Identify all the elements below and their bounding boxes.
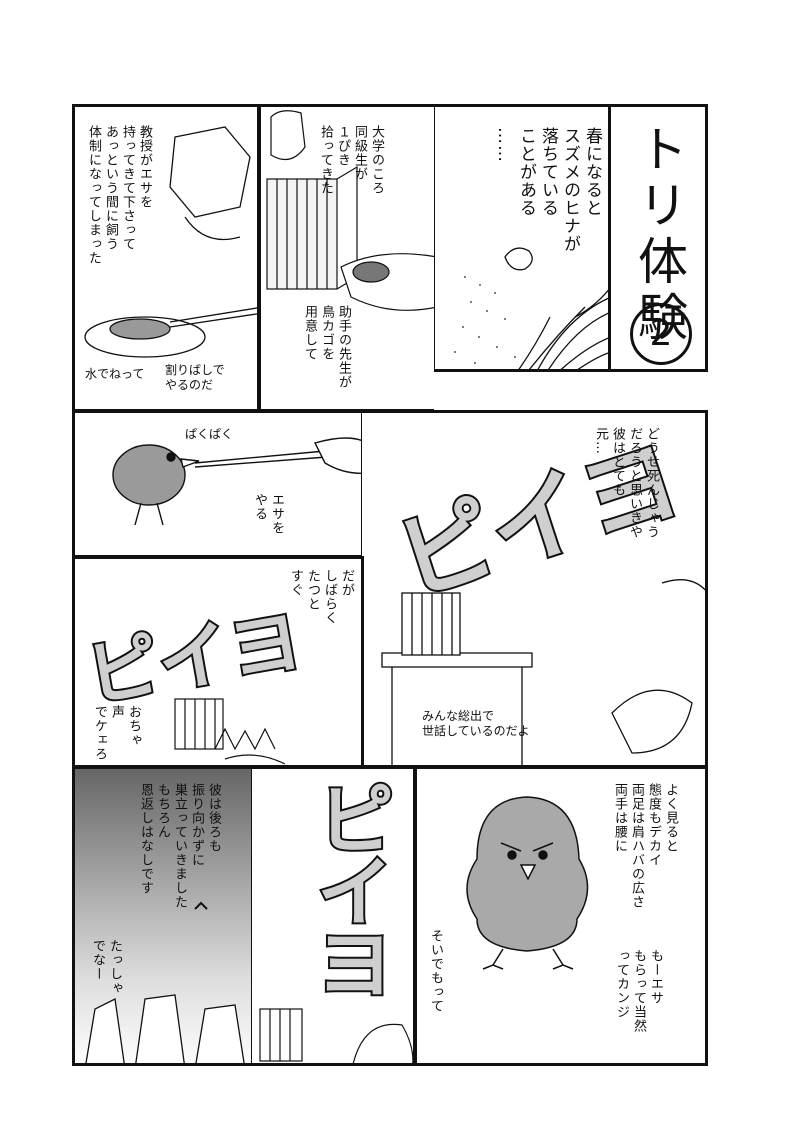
caption-cage: 助手の先生が 鳥カゴを 用意して [302, 305, 351, 389]
panel-attitude: よく見ると 態度もデカイ 両足は肩ハバの広さ 両手は腰に そいでもって もーエサ… [414, 766, 708, 1066]
title-panel: トリ体験 2 [608, 104, 708, 372]
aside-farewell: たっしゃ でなー [90, 939, 122, 995]
note-water: 水でねって [85, 367, 145, 381]
sound-munch: ぱくぱく [185, 427, 234, 441]
table-cage-illustration [381, 579, 705, 765]
narration-professor: 教授がエサを 持ってきて下さって あっという間に飼う 体制になってしまった [86, 125, 152, 265]
narration-classmate: 大学のころ 同級生が １ぴき 拾ってきた [318, 125, 384, 195]
panel-feeding: ぱくぱく エサを やる [72, 410, 364, 558]
panel-piyo-big: ピイヨ どうせ死んじゃう だろうと思いきや 彼はとても 元… みんな総出で 世話… [362, 410, 708, 768]
sfx-piyo-vertical: ピイヨ [301, 777, 395, 997]
chick-small-drawing [504, 247, 533, 271]
caption-feed: エサを やる [252, 493, 284, 535]
narration-genki: どうせ死んじゃう だろうと思いきや 彼はとても 元… [593, 427, 659, 539]
aside-voice: おちゃ 声 でケェろ [92, 705, 141, 761]
cage-hand-illustration [266, 110, 434, 311]
note-everyone-cares: みんな総出で 世話しているのだよ [422, 709, 530, 738]
narration-fallen: 春になると スズメのヒナが 落ちている ことがある …… [494, 127, 602, 253]
sky-waving-illustration [75, 769, 251, 1063]
panel-after-while: ピイヨ だが しばらく たつと すぐ おちゃ 声 でケェろ [72, 556, 364, 768]
chick-standing-illustration [466, 796, 589, 970]
panel-piyo-vertical: ピイヨ [252, 766, 416, 1066]
feeding-bird-illustration [112, 437, 361, 526]
panel-fallen-chick: 春になると スズメのヒナが 落ちている ことがある …… [432, 104, 608, 372]
panel-classmate: 大学のころ 同級生が １ぴき 拾ってきた 助手の先生が 鳥カゴを 用意して [258, 104, 434, 412]
grass-illustration [454, 247, 608, 369]
cage-burst-illustration [174, 698, 286, 765]
narration-soon: だが しばらく たつと すぐ [288, 569, 354, 625]
chapter-number: 2 [630, 303, 692, 365]
aside-food-entitled: もーエサ もらって当然 ってカンジ [614, 949, 663, 1033]
narration-fledged: 彼は後ろも 振り向かずに 巣立っていきました もちろん 恩返しはなしです [138, 783, 221, 909]
panel-professor: 教授がエサを 持ってきて下さって あっという間に飼う 体制になってしまった 水で… [72, 104, 260, 412]
small-cage-illustration [259, 1008, 413, 1063]
aside-and-then: そいでもって [428, 929, 443, 1013]
narration-attitude: よく見ると 態度もデカイ 両足は肩ハバの広さ 両手は腰に [612, 783, 678, 909]
panel-left-nest: 彼は後ろも 振り向かずに 巣立っていきました もちろん 恩返しはなしです たっし… [72, 766, 254, 1066]
food-plate-illustration [84, 126, 257, 358]
note-chopsticks: 割りばしで やるのだ [165, 363, 225, 392]
